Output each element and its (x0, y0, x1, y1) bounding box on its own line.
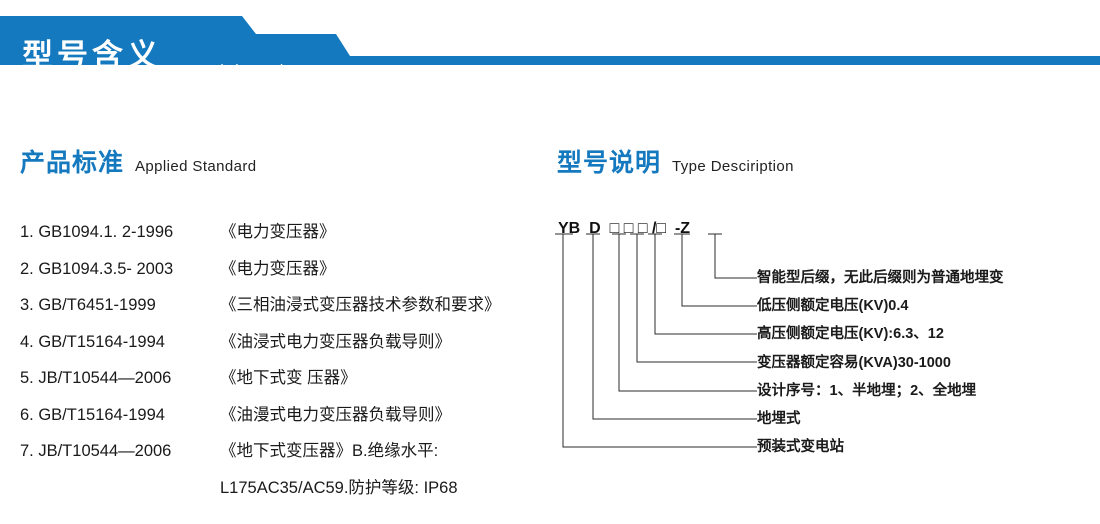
standard-code: 5. JB/T10544—2006 (20, 369, 172, 387)
section-heading-applied-standard: 产品标准 Applied Standard (20, 143, 257, 179)
list-item: 3. GB/T6451-1999 《三相油浸式变压器技术参数和要求》 (20, 287, 550, 324)
banner-shape (0, 16, 1100, 65)
label-buried-type: 地埋式 (757, 410, 801, 427)
label-design-serial-no: 设计序号：1、半地埋；2、全地埋 (757, 382, 977, 399)
standard-name: 《电力变压器》 (220, 223, 336, 241)
section-heading-type-description: 型号说明 Type Desciription (557, 143, 794, 179)
section-heading-en: Applied Standard (135, 158, 257, 175)
banner-title: 型号含义 (22, 38, 162, 73)
standard-code: 1. GB1094.1. 2-1996 (20, 223, 174, 241)
section-heading-cn: 型号说明 (557, 149, 662, 177)
code-segment-1: □ (609, 220, 620, 237)
list-item: 7. JB/T10544—2006 《地下式变压器》B.绝缘水平: (20, 433, 550, 470)
standard-code: 6. GB/T15164-1994 (20, 405, 165, 424)
standard-name: 《地下式变 压器》 (220, 369, 357, 387)
standard-name: 《电力变压器》 (220, 259, 336, 278)
standard-code: 4. GB/T15164-1994 (20, 332, 165, 351)
type-code-line: YB D □ □ □ /□ -Z (558, 220, 690, 238)
list-item: 5. JB/T10544—2006 《地下式变 压器》 (20, 360, 550, 397)
standard-continuation-line: L175AC35/AC59.防护等级: IP68 (220, 478, 458, 497)
section-heading-cn: 产品标准 (20, 149, 125, 177)
label-hv-rated-voltage: 高压侧额定电压(KV):6.3、12 (757, 326, 944, 343)
section-heading-en: Type Desciription (672, 158, 794, 175)
label-lv-rated-voltage: 低压侧额定电压(KV)0.4 (757, 298, 909, 315)
list-item: 6. GB/T15164-1994 《油漫式电力变压器负载导则》 (20, 397, 550, 434)
standards-list: 1. GB1094.1. 2-1996 《电力变压器》 2. GB1094.3.… (20, 214, 550, 506)
code-segment-yb: YB (558, 220, 581, 237)
code-segment-z: -Z (674, 220, 691, 237)
standard-name: 《地下式变压器》B.绝缘水平: (220, 442, 439, 460)
standard-code: 7. JB/T10544—2006 (20, 442, 172, 460)
banner-subtitle: MOdel maning (188, 62, 305, 79)
label-rated-capacity: 变压器额定容易(KVA)30-1000 (757, 354, 951, 371)
standard-name: 《三相油浸式变压器技术参数和要求》 (220, 296, 501, 314)
standard-code: 2. GB1094.3.5- 2003 (20, 259, 174, 278)
code-segment-lv: /□ (651, 220, 667, 237)
type-description-labels: 智能型后缀，无此后缀则为普通地埋变 低压侧额定电压(KV)0.4 高压侧额定电压… (757, 264, 1100, 461)
code-segment-2: □ (623, 220, 634, 237)
header-banner: 型号含义 MOdel maning (0, 16, 1100, 79)
label-prefab-substation: 预装式变电站 (757, 439, 844, 456)
list-item: 2. GB1094.3.5- 2003 《电力变压器》 (20, 251, 550, 288)
label-smart-suffix: 智能型后缀，无此后缀则为普通地埋变 (757, 270, 1004, 286)
standard-name: 《油漫式电力变压器负载导则》 (220, 405, 451, 424)
standard-name: 《油浸式电力变压器负载导则》 (220, 332, 451, 351)
list-item: 4. GB/T15164-1994 《油浸式电力变压器负载导则》 (20, 324, 550, 361)
standard-code: 3. GB/T6451-1999 (20, 296, 156, 314)
code-segment-3: □ (637, 220, 648, 237)
code-segment-d: D (589, 220, 601, 237)
list-item: 1. GB1094.1. 2-1996 《电力变压器》 (20, 214, 550, 251)
